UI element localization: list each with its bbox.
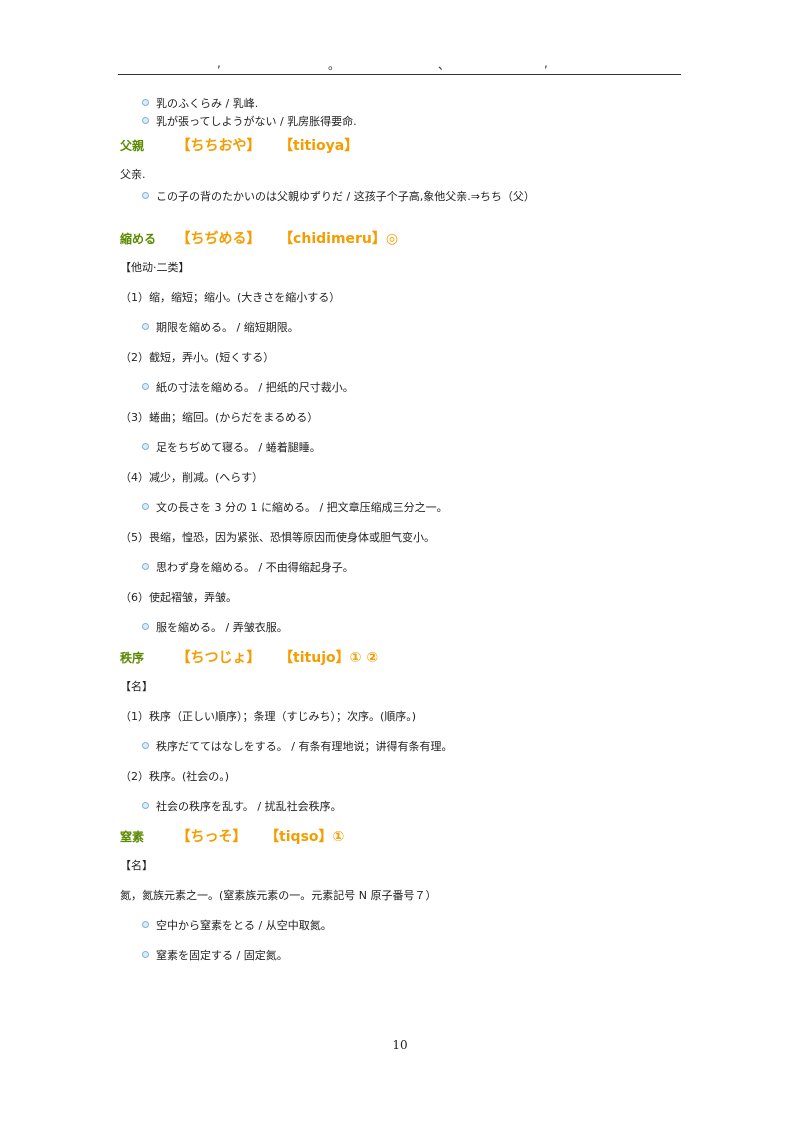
bullet-icon — [142, 117, 149, 124]
bullet-icon — [142, 951, 149, 958]
example-text: 秩序だててはなしをする。 / 有条有理地说；讲得有条有理。 — [156, 740, 453, 753]
bullet-icon — [142, 99, 149, 106]
sense-text: （2）截短，弄小。(短くする） — [120, 351, 275, 364]
entry-heading: 縮める 【ちぢめる】 【chidimeru】◎ — [120, 231, 680, 248]
example-item: 紙の寸法を縮める。 / 把纸的尺寸裁小。 — [120, 380, 680, 396]
bullet-icon — [142, 742, 149, 749]
example-item: 思わず身を縮める。 / 不由得缩起身子。 — [120, 560, 680, 576]
sense-text: （3）蜷曲；缩回。(からだをまるめる） — [120, 411, 319, 424]
entry-romaji: 【titujo】① ② — [279, 650, 379, 666]
entry-word: 窒素 — [120, 830, 145, 844]
entry-definition: 父亲. — [120, 168, 146, 181]
example-item: 文の長さを 3 分の 1 に縮める。 / 把文章压缩成三分之一。 — [120, 500, 680, 516]
entry-romaji: 【titioya】 — [279, 138, 359, 154]
entry-heading: 窒素 【ちっそ】 【tiqso】① — [120, 829, 680, 846]
page-number: 10 — [392, 1038, 408, 1052]
bullet-icon — [142, 563, 149, 570]
example-item: 足をちぢめて寝る。 / 蜷着腿睡。 — [120, 440, 680, 456]
bullet-icon — [142, 623, 149, 630]
part-of-speech: 【名】 — [120, 859, 153, 872]
header-mark: 、 — [438, 58, 451, 72]
bullet-icon — [142, 383, 149, 390]
header-rule — [118, 74, 681, 75]
header-punctuation: , 。 、 , — [118, 56, 681, 72]
bullet-icon — [142, 802, 149, 809]
entry-kana: 【ちぢめる】 — [176, 231, 261, 247]
example-item: この子の背のたかいのは父親ゆずりだ / 这孩子个子高,象他父亲.⇒ちち（父） — [120, 189, 680, 205]
example-text: 足をちぢめて寝る。 / 蜷着腿睡。 — [156, 441, 321, 454]
sense-text: （5）畏缩，惶恐，因为紧张、恐惧等原因而使身体或胆气变小。 — [120, 531, 435, 544]
header-mark: , — [544, 56, 548, 70]
example-text: 空中から窒素をとる / 从空中取氮。 — [156, 919, 332, 932]
example-text: 期限を縮める。 / 缩短期限。 — [156, 321, 299, 334]
example-text: 窒素を固定する / 固定氮。 — [156, 949, 288, 962]
sense-text: （4）减少，削减。(へらす） — [120, 471, 264, 484]
entry-kana: 【ちつじょ】 — [176, 650, 261, 666]
example-item: 期限を縮める。 / 缩短期限。 — [120, 320, 680, 336]
example-text: 乳のふくらみ / 乳峰. — [156, 97, 259, 110]
entry-kana: 【ちちおや】 — [176, 138, 261, 154]
example-text: 紙の寸法を縮める。 / 把纸的尺寸裁小。 — [156, 381, 354, 394]
sense-text: （6）使起褶皱，弄皱。 — [120, 591, 237, 604]
bullet-icon — [142, 443, 149, 450]
entry-romaji: 【tiqso】① — [265, 829, 345, 845]
bullet-icon — [142, 192, 149, 199]
bullet-icon — [142, 323, 149, 330]
sense-text: （1）秩序（正しい順序）；条理（すじみち）；次序。(順序。) — [120, 710, 417, 723]
entry-kana: 【ちっそ】 — [176, 829, 247, 845]
part-of-speech: 【他动·二类】 — [120, 261, 190, 274]
sense-text: （2）秩序。(社会の。) — [120, 770, 230, 783]
entry-word: 縮める — [120, 232, 157, 246]
example-item: 乳のふくらみ / 乳峰. — [120, 96, 680, 112]
example-item: 秩序だててはなしをする。 / 有条有理地说；讲得有条有理。 — [120, 739, 680, 755]
entry-word: 秩序 — [120, 651, 145, 665]
dictionary-content: 乳のふくらみ / 乳峰. 乳が張ってしようがない / 乳房胀得要命. 父親 【ち… — [120, 96, 680, 966]
header-mark: , — [217, 56, 221, 70]
example-item: 乳が張ってしようがない / 乳房胀得要命. — [120, 114, 680, 130]
sense-text: （1）缩，缩短；缩小。(大きさを縮小する） — [120, 291, 341, 304]
entry-romaji: 【chidimeru】◎ — [279, 231, 399, 247]
entry-word: 父親 — [120, 139, 145, 153]
example-text: 服を縮める。 / 弄皱衣服。 — [156, 621, 288, 634]
example-item: 服を縮める。 / 弄皱衣服。 — [120, 620, 680, 636]
part-of-speech: 【名】 — [120, 680, 153, 693]
example-item: 社会の秩序を乱す。 / 扰乱社会秩序。 — [120, 799, 680, 815]
entry-heading: 秩序 【ちつじょ】 【titujo】① ② — [120, 650, 680, 667]
example-item: 窒素を固定する / 固定氮。 — [120, 948, 680, 964]
example-text: 文の長さを 3 分の 1 に縮める。 / 把文章压缩成三分之一。 — [156, 501, 448, 514]
entry-definition: 氮，氮族元素之一。(窒素族元素の一。元素記号 N 原子番号７） — [120, 889, 437, 902]
bullet-icon — [142, 503, 149, 510]
entry-heading: 父親 【ちちおや】 【titioya】 — [120, 138, 680, 155]
example-text: この子の背のたかいのは父親ゆずりだ / 这孩子个子高,象他父亲.⇒ちち（父） — [156, 190, 535, 203]
example-text: 社会の秩序を乱す。 / 扰乱社会秩序。 — [156, 800, 342, 813]
example-text: 思わず身を縮める。 / 不由得缩起身子。 — [156, 561, 354, 574]
example-text: 乳が張ってしようがない / 乳房胀得要命. — [156, 115, 357, 128]
header-mark: 。 — [328, 58, 341, 72]
bullet-icon — [142, 921, 149, 928]
example-item: 空中から窒素をとる / 从空中取氮。 — [120, 918, 680, 934]
